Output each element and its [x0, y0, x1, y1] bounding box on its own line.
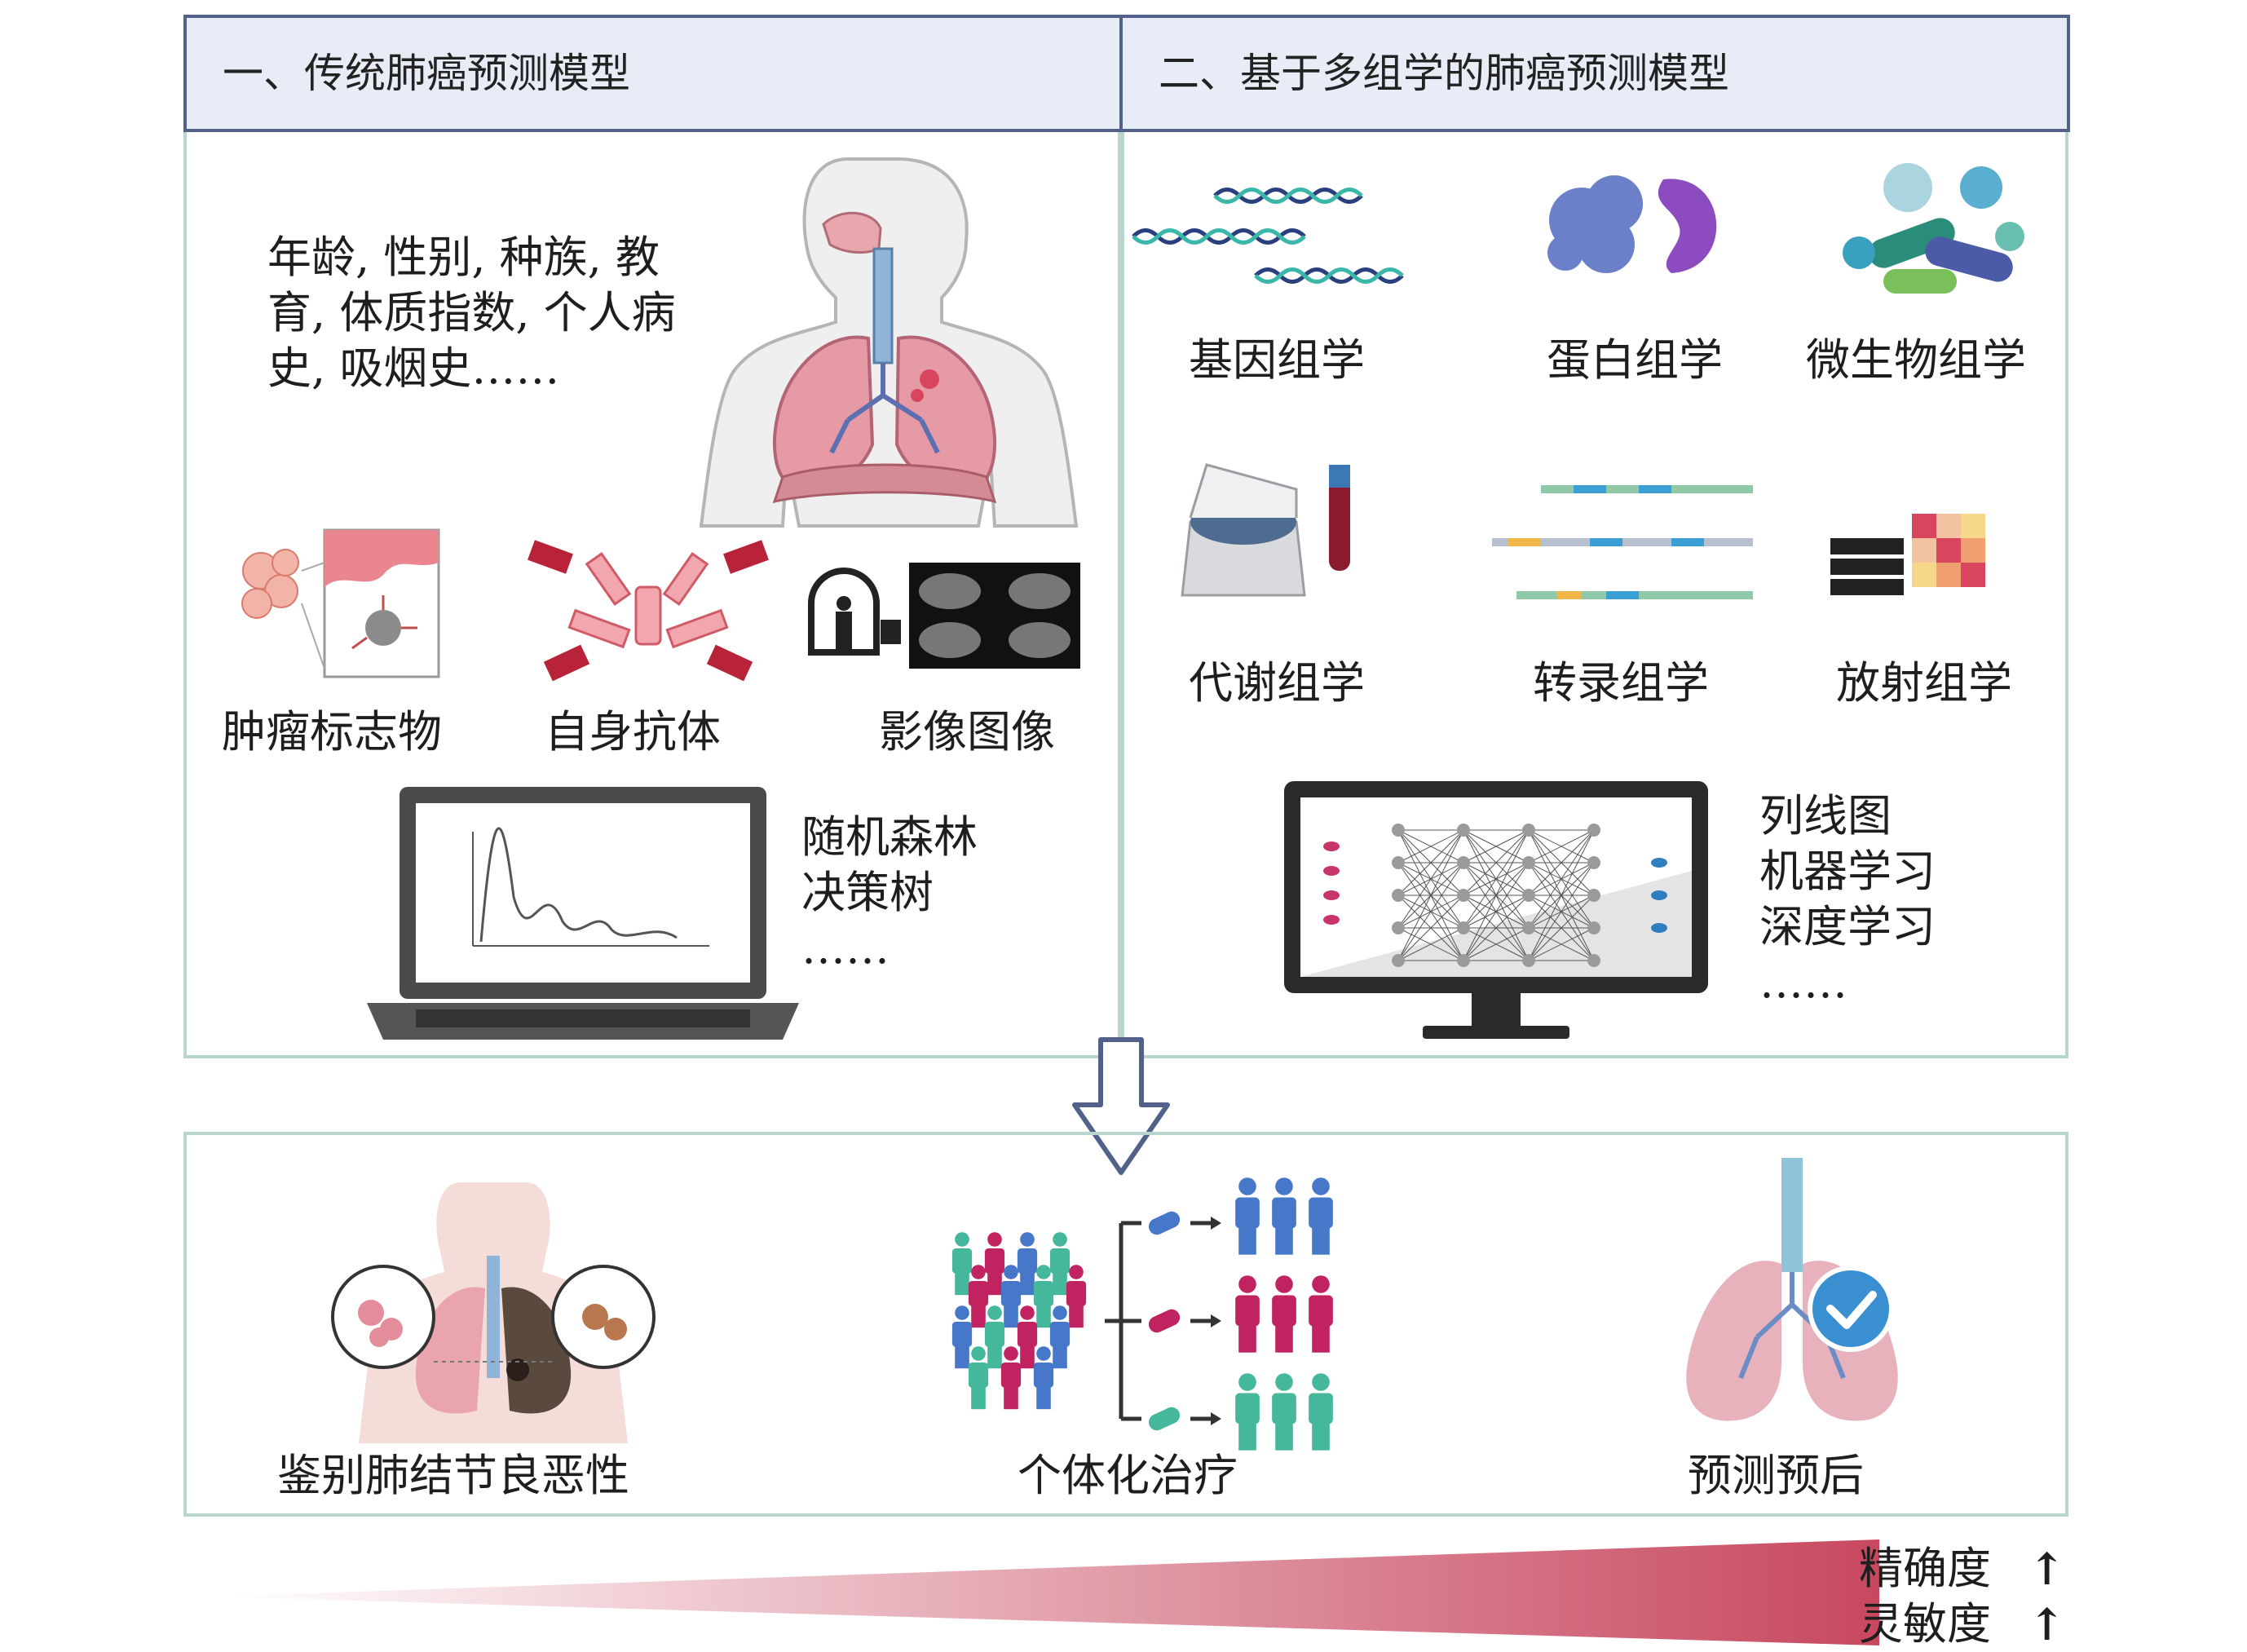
- multiomics-header: 二、基于多组学的肺癌预测模型: [1119, 15, 2070, 132]
- centrifuge-icon: [1181, 463, 1350, 597]
- traditional-header: 一、传统肺癌预测模型: [183, 15, 1123, 132]
- label-transcriptomics: 转录组学: [1533, 657, 1709, 709]
- up-arrow-icon: ↑: [2028, 1543, 2066, 1595]
- human-respiratory-illustration: [699, 157, 1079, 528]
- label-genomics: 基因组学: [1189, 334, 1365, 386]
- method-decision-tree: 决策树: [801, 867, 934, 918]
- autoantibody-illustration: [528, 540, 769, 682]
- label-metabolomics: 代谢组学: [1189, 657, 1365, 709]
- label-tumor-marker: 肿瘤标志物: [222, 706, 442, 758]
- outcome-personalized: 个体化治疗: [1018, 1450, 1238, 1501]
- lung-prognosis-illustration: [1686, 1158, 1898, 1421]
- method-ellipsis: ……: [801, 922, 890, 974]
- down-arrow-icon: [1072, 1037, 1170, 1175]
- factor-line-1: 年龄, 性别, 种族, 教: [267, 232, 660, 283]
- neural-network-monitor-illustration: [1284, 781, 1708, 1039]
- imaging-illustration: [808, 563, 1080, 669]
- personalized-treatment-illustration: [951, 1177, 1333, 1451]
- up-arrow-icon: ↑: [2028, 1598, 2066, 1650]
- transcript-icon: [1492, 485, 1753, 599]
- label-sensitivity: 灵敏度: [1859, 1598, 1991, 1650]
- method-ellipsis-2: ……: [1759, 956, 1847, 1008]
- label-radiomics: 放射组学: [1836, 657, 2012, 709]
- outcomes-panel: [183, 1132, 2068, 1517]
- label-autoantibody: 自身抗体: [545, 706, 721, 758]
- protein-icon: [1547, 175, 1717, 273]
- method-random-forest: 随机森林: [801, 811, 978, 863]
- tumor-marker-illustration: [241, 528, 440, 678]
- label-precision: 精确度: [1859, 1543, 1991, 1594]
- method-deep-learning: 深度学习: [1759, 901, 1936, 952]
- microbiome-icon: [1843, 163, 2024, 294]
- label-proteomics: 蛋白组学: [1547, 334, 1723, 386]
- label-imaging: 影像图像: [879, 706, 1055, 758]
- lung-nodule-illustration: [331, 1182, 656, 1443]
- factor-line-3: 史, 吸烟史……: [267, 342, 560, 394]
- radiomics-heatmap-icon: [1830, 514, 1985, 595]
- method-nomogram: 列线图: [1759, 790, 1892, 841]
- factor-line-2: 育, 体质指数, 个人病: [267, 287, 676, 338]
- accuracy-gradient-wedge: [216, 1539, 1879, 1645]
- laptop-chart-illustration: [367, 787, 799, 1040]
- outcome-nodule: 鉴别肺结节良恶性: [277, 1450, 629, 1501]
- method-machine-learning: 机器学习: [1759, 846, 1936, 897]
- label-microbiomics: 微生物组学: [1806, 334, 2026, 386]
- outcome-prognosis: 预测预后: [1688, 1450, 1864, 1501]
- dna-icon: [1132, 188, 1404, 284]
